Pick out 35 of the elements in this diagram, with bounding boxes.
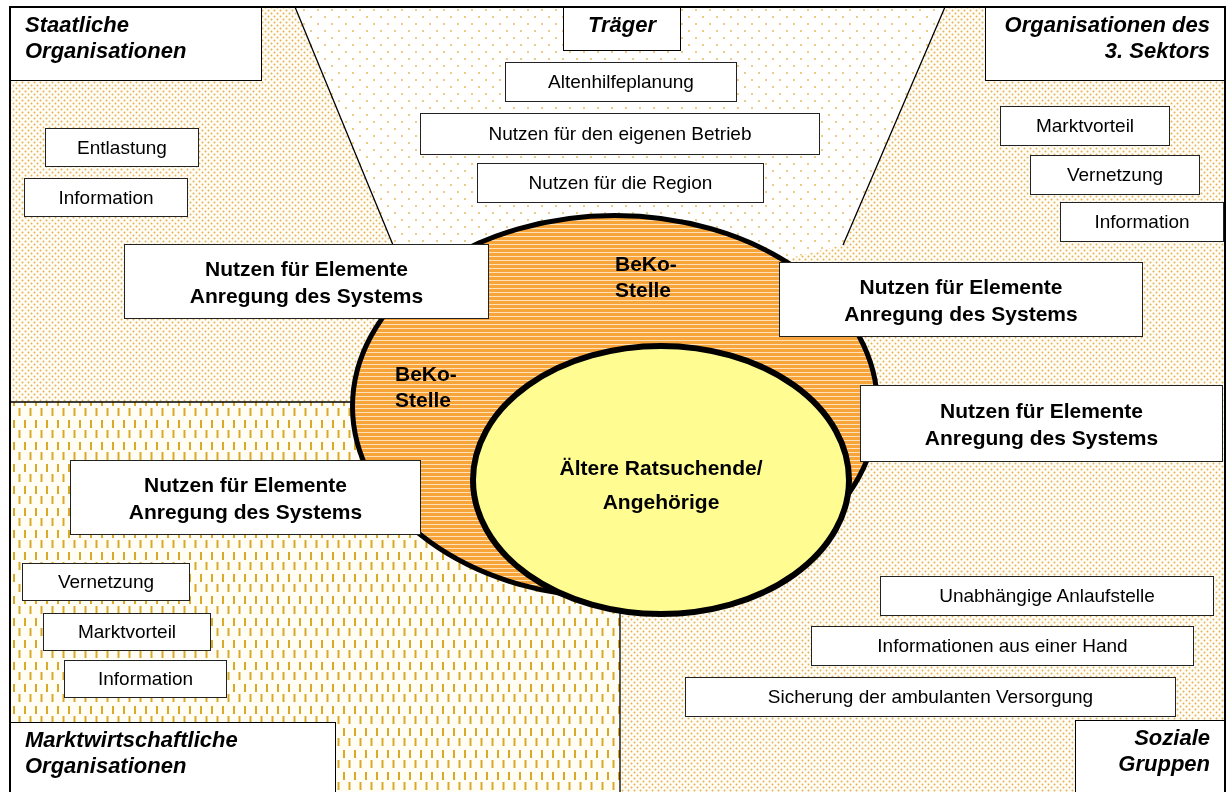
heading-label: Staatliche Organisationen xyxy=(10,7,262,81)
callout-line: Anregung des Systems xyxy=(924,424,1159,451)
ellipse-label: BeKo-Stelle xyxy=(615,251,678,303)
callout-line: Anregung des Systems xyxy=(128,498,363,525)
callout-line: Anregung des Systems xyxy=(844,300,1078,327)
benefit-label: Sicherung der ambulanten Versorgung xyxy=(685,677,1176,717)
ellipse-label: BeKo-Stelle xyxy=(395,361,458,413)
callout-line: Nutzen für Elemente xyxy=(205,255,408,282)
benefit-label: Vernetzung xyxy=(22,563,190,601)
callout-line: Nutzen für Elemente xyxy=(144,471,347,498)
benefit-label: Information xyxy=(64,660,227,698)
benefit-label: Information xyxy=(24,178,188,217)
callout-line: Nutzen für Elemente xyxy=(859,273,1063,300)
benefit-label: Information xyxy=(1060,202,1224,242)
benefit-callout xyxy=(779,262,1143,337)
benefit-label: Entlastung xyxy=(45,128,199,167)
benefit-label: Marktvorteil xyxy=(1000,106,1170,146)
client-ellipse xyxy=(470,343,852,617)
benefit-callout xyxy=(70,460,421,535)
heading-label: Soziale Gruppen xyxy=(1075,720,1225,792)
heading-label: Organisationen des 3. Sektors xyxy=(985,7,1225,81)
benefit-label: Nutzen für den eigenen Betrieb xyxy=(420,113,820,155)
ellipse-label: Ältere Ratsuchende/ Angehörige xyxy=(558,455,764,515)
benefit-label: Informationen aus einer Hand xyxy=(811,626,1194,666)
benefit-callout xyxy=(124,244,489,319)
benefit-callout xyxy=(860,385,1223,462)
callout-line: Anregung des Systems xyxy=(189,282,424,309)
benefit-label: Marktvorteil xyxy=(43,613,211,651)
benefit-label: Nutzen für die Region xyxy=(477,163,764,203)
benefit-label: Altenhilfeplanung xyxy=(505,62,737,102)
benefit-label: Unabhängige Anlaufstelle xyxy=(880,576,1214,616)
heading-label: Marktwirtschaftliche Organisationen xyxy=(10,722,336,792)
heading-label: Träger xyxy=(563,7,681,51)
callout-line: Nutzen für Elemente xyxy=(940,397,1143,424)
benefit-label: Vernetzung xyxy=(1030,155,1200,195)
